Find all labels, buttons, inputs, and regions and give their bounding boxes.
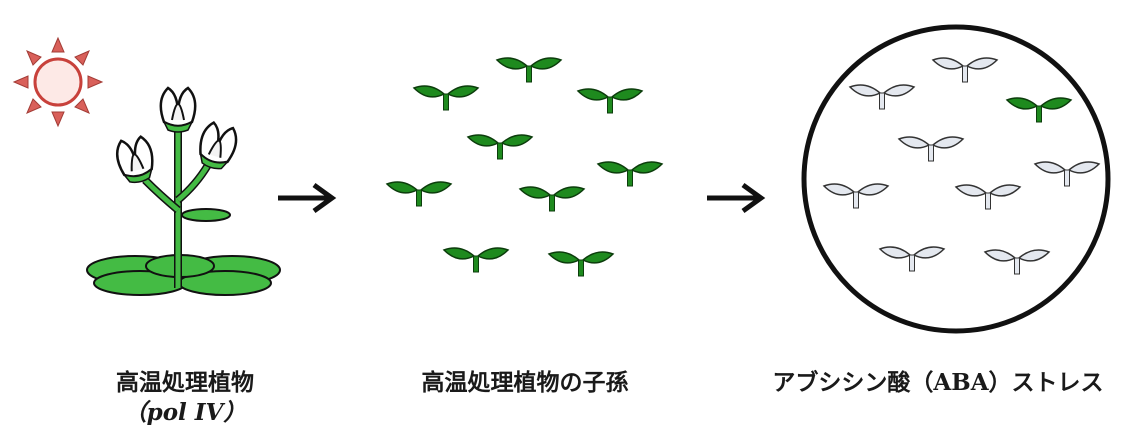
parent-plant-sublabel: （pol IV） (123, 399, 247, 426)
plant-icon (86, 86, 281, 296)
arrow-right-icon (278, 182, 337, 214)
seedling-icon (577, 88, 643, 114)
aba-stress-caption: アブシシン酸（ABA）ストレス (772, 369, 1104, 396)
seedling-icon (548, 251, 614, 277)
seedling-icon (443, 247, 509, 273)
parent-plant-caption: 高温処理植物 （pol IV） (40, 368, 330, 428)
offspring-caption: 高温処理植物の子孫 (421, 369, 629, 396)
arrow-right-icon (707, 182, 766, 214)
seedling-icon (386, 181, 452, 207)
seedling-icon (413, 85, 479, 111)
petri-dish-icon (801, 24, 1111, 334)
parent-plant-label: 高温処理植物 (116, 369, 254, 396)
seedling-icon (467, 134, 533, 160)
sun-icon (12, 36, 104, 128)
offspring-seedlings (386, 57, 663, 277)
seedling-icon (519, 186, 585, 212)
seedling-icon (496, 57, 562, 83)
seedling-icon (597, 161, 663, 187)
